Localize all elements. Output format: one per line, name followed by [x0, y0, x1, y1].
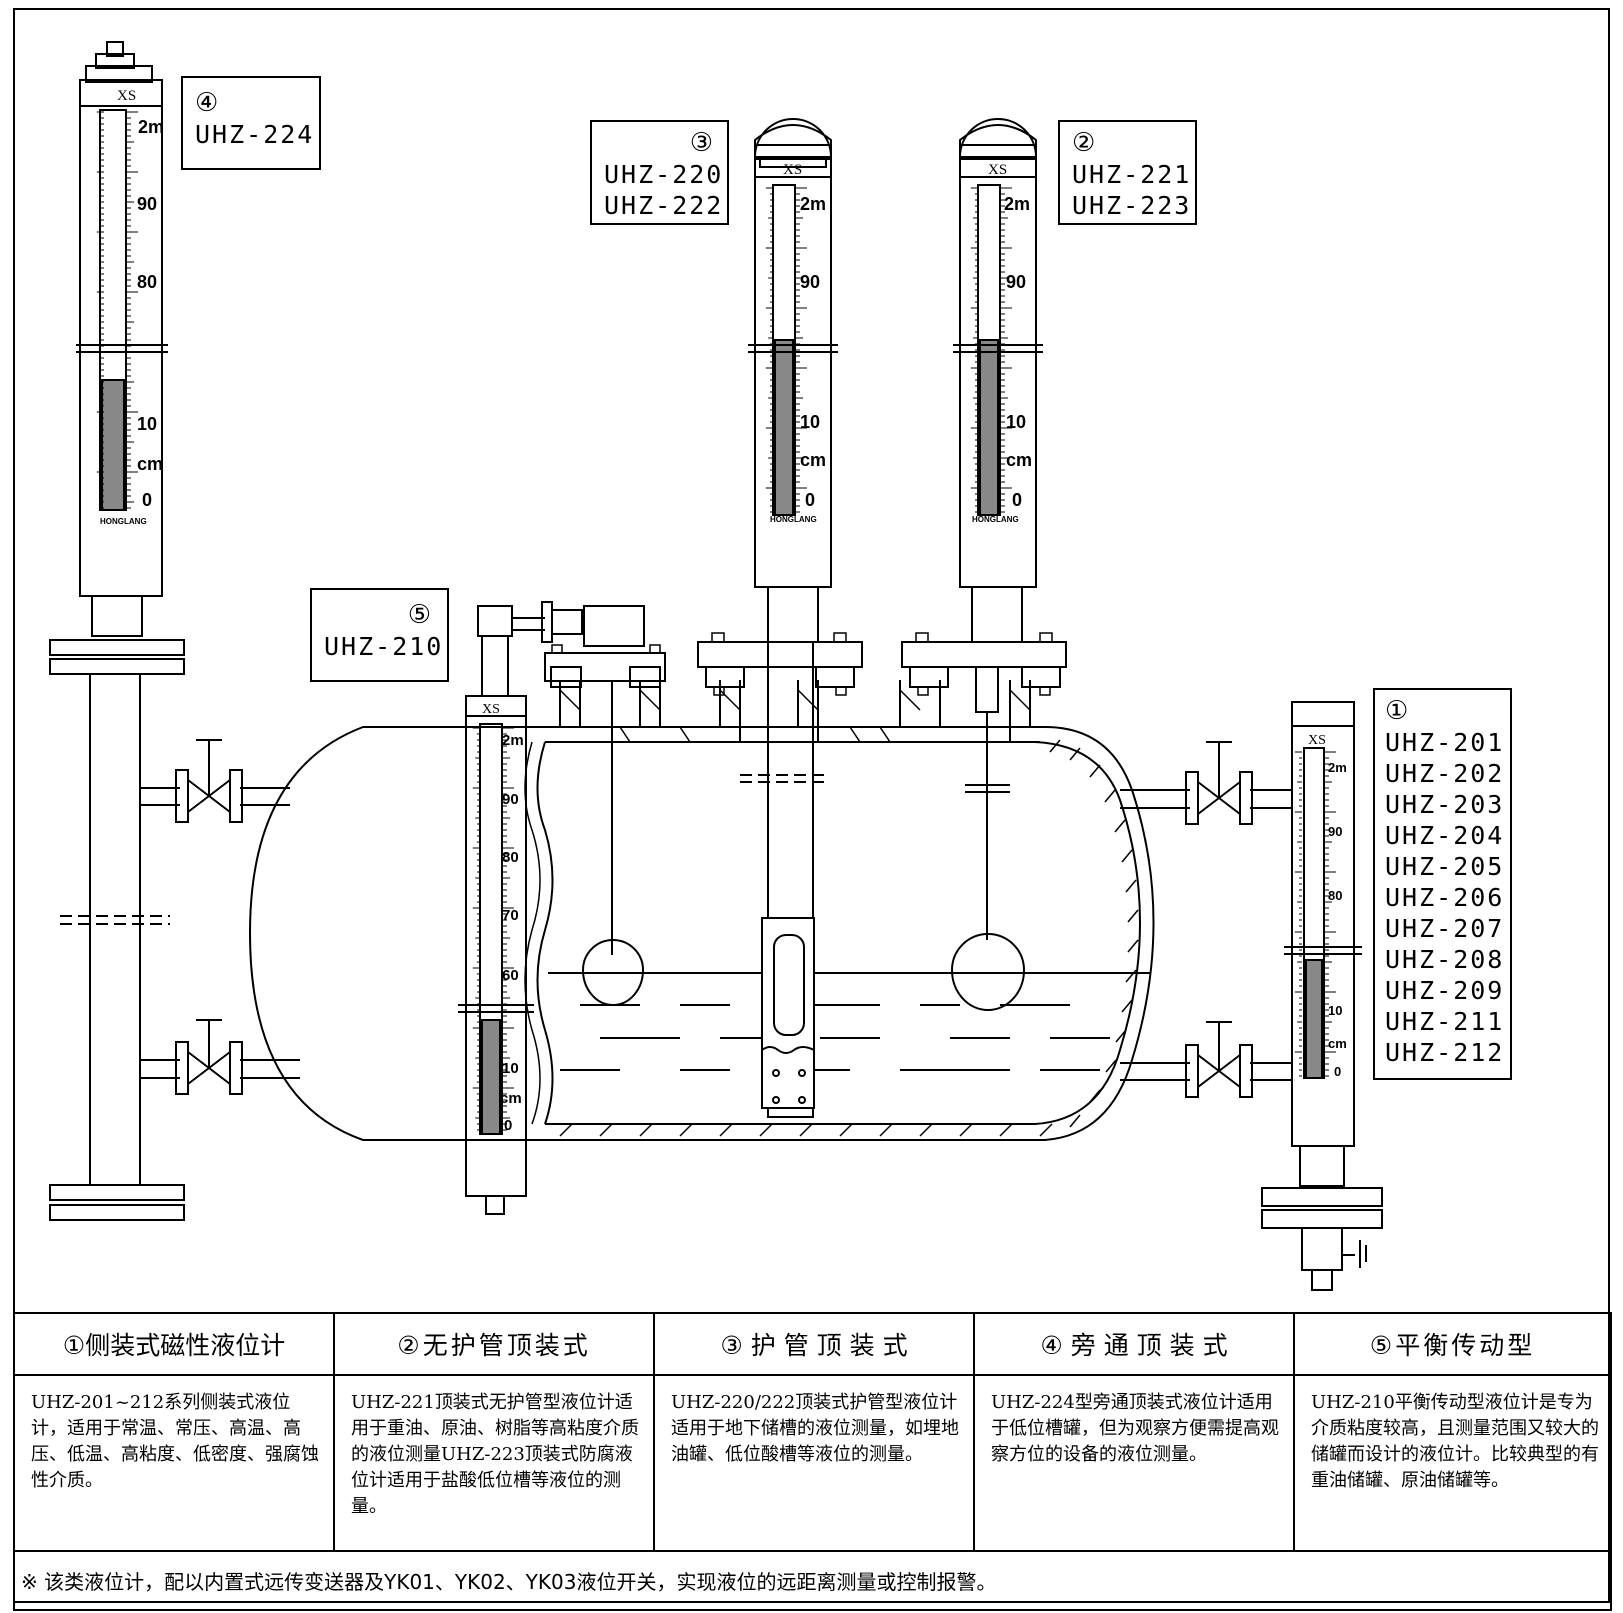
gauge-1-scale-2m: 2m	[1328, 760, 1347, 775]
label-4-number: ④	[195, 88, 221, 118]
gauge-5-scale-10: 10	[502, 1060, 519, 1077]
gauge-4-scale-2m: 2m	[138, 117, 164, 137]
label-1-model-3: UHZ-203	[1385, 790, 1505, 819]
label-2: ② UHZ-221 UHZ-223	[1058, 120, 1197, 225]
gauge-1	[1120, 701, 1383, 1291]
gauge-4-scale-cm: cm	[137, 454, 163, 474]
floats	[581, 641, 1026, 1118]
gauge-2-nameplate: HONGLANG	[972, 515, 1019, 524]
gauge-4-scale-0: 0	[142, 490, 152, 510]
gauge-5-scale-2m: 2m	[502, 732, 524, 749]
desc-balance: UHZ-210平衡传动型液位计是专为介质粘度较高，且测量范围又较大的储罐而设计的…	[1293, 1374, 1612, 1552]
gauge-2-scale-0: 0	[1012, 490, 1022, 510]
gauge-2-scale-10: 10	[1006, 412, 1026, 432]
desc-bypass-top: UHZ-224型旁通顶装式液位计适用于低位槽罐，但为观察方便需提高观察方位的设备…	[973, 1374, 1295, 1552]
gauge-3-scale-cm: cm	[800, 450, 826, 470]
header-top-unprotected: ②无护管顶装式	[333, 1312, 655, 1376]
desc-side-mounted: UHZ-201~212系列侧装式液位计，适用于常温、常压、高温、高压、低温、高粘…	[13, 1374, 335, 1552]
gauge-3-scale-10: 10	[800, 412, 820, 432]
gauge-2	[953, 118, 1043, 643]
label-5-model: UHZ-210	[324, 632, 444, 661]
gauge-4-nameplate: HONGLANG	[100, 517, 147, 526]
gauge-1-brand: XS	[1308, 733, 1326, 748]
header-bypass-top: ④ 旁 通 顶 装 式	[973, 1312, 1295, 1376]
gauge-5	[458, 601, 645, 1215]
label-1-model-7: UHZ-207	[1385, 914, 1505, 943]
gauge-3-scale-90: 90	[800, 272, 820, 292]
gauge-5-brand: XS	[482, 702, 500, 717]
table-desc-row: UHZ-201~212系列侧装式液位计，适用于常温、常压、高温、高压、低温、高粘…	[13, 1374, 1612, 1552]
gauge-1-scale-90: 90	[1328, 824, 1342, 839]
label-3-number: ③	[689, 128, 715, 158]
label-2-model-2: UHZ-223	[1072, 191, 1192, 220]
label-1-model-8: UHZ-208	[1385, 945, 1505, 974]
label-2-number: ②	[1072, 128, 1098, 158]
label-3-model-2: UHZ-222	[604, 191, 724, 220]
gauge-3-brand: XS	[783, 162, 802, 178]
gauge-4	[49, 41, 300, 1221]
gauge-1-scale-10: 10	[1328, 1003, 1342, 1018]
gauge-2-scale-cm: cm	[1006, 450, 1032, 470]
label-1-model-6: UHZ-206	[1385, 883, 1505, 912]
label-3-model-1: UHZ-220	[604, 160, 724, 189]
label-5: ⑤ UHZ-210	[310, 588, 449, 682]
gauge-5-scale-cm: cm	[500, 1090, 522, 1107]
header-top-protected: ③ 护 管 顶 装 式	[653, 1312, 975, 1376]
gauge-4-scale-10: 10	[137, 414, 157, 434]
gauge-5-scale-90: 90	[502, 791, 519, 808]
header-balance: ⑤平衡传动型	[1293, 1312, 1612, 1376]
gauge-1-scale-cm: cm	[1328, 1036, 1347, 1051]
gauge-4-brand: XS	[117, 88, 136, 104]
label-1: ① UHZ-201 UHZ-202 UHZ-203 UHZ-204 UHZ-20…	[1373, 688, 1512, 1080]
gauge-5-scale-80: 80	[502, 849, 519, 866]
label-4: ④ UHZ-224	[181, 76, 321, 170]
label-1-model-4: UHZ-204	[1385, 821, 1505, 850]
table-note-row: ※ 该类液位计，配以内置式远传变送器及YK01、YK02、YK03液位开关，实现…	[13, 1550, 1612, 1611]
gauge-3-scale-0: 0	[805, 490, 815, 510]
table-header-row: ①侧装式磁性液位计 ②无护管顶装式 ③ 护 管 顶 装 式 ④ 旁 通 顶 装 …	[13, 1312, 1612, 1376]
label-1-model-5: UHZ-205	[1385, 852, 1505, 881]
gauge-5-scale-70: 70	[502, 907, 519, 924]
label-1-model-2: UHZ-202	[1385, 759, 1505, 788]
header-side-mounted: ①侧装式磁性液位计	[13, 1312, 335, 1376]
label-1-model-11: UHZ-212	[1385, 1038, 1505, 1067]
tank	[248, 726, 1155, 1141]
label-1-number: ①	[1385, 696, 1411, 726]
gauge-3-scale-2m: 2m	[800, 194, 826, 214]
label-1-model-9: UHZ-209	[1385, 976, 1505, 1005]
desc-top-unprotected: UHZ-221顶装式无护管型液位计适用于重油、原油、树脂等高粘度介质的液位测量U…	[333, 1374, 655, 1552]
label-3: ③ UHZ-220 UHZ-222	[590, 120, 729, 225]
gauge-5-scale-60: 60	[502, 967, 519, 984]
desc-top-protected: UHZ-220/222顶装式护管型液位计适用于地下储槽的液位测量，如埋地油罐、低…	[653, 1374, 975, 1552]
gauge-4-scale-90: 90	[137, 194, 157, 214]
gauge-1-scale-0: 0	[1334, 1064, 1341, 1079]
footnote: ※ 该类液位计，配以内置式远传变送器及YK01、YK02、YK03液位开关，实现…	[13, 1550, 1612, 1611]
gauge-2-scale-90: 90	[1006, 272, 1026, 292]
label-4-model: UHZ-224	[195, 120, 315, 149]
label-1-model-1: UHZ-201	[1385, 728, 1505, 757]
label-5-number: ⑤	[407, 600, 433, 630]
gauge-4-scale-80: 80	[137, 272, 157, 292]
gauge-1-scale-80: 80	[1328, 888, 1342, 903]
gauge-2-scale-2m: 2m	[1004, 194, 1030, 214]
label-2-model-1: UHZ-221	[1072, 160, 1192, 189]
gauge-3-nameplate: HONGLANG	[770, 515, 817, 524]
description-table: ①侧装式磁性液位计 ②无护管顶装式 ③ 护 管 顶 装 式 ④ 旁 通 顶 装 …	[13, 1312, 1612, 1611]
level-gauge-diagram: XS 2m 90 80 10 cm 0 HONGLANG XS 2m 90 10…	[49, 41, 1383, 1291]
gauge-5-scale-0: 0	[504, 1117, 512, 1134]
label-1-model-10: UHZ-211	[1385, 1007, 1505, 1036]
gauge-2-brand: XS	[988, 162, 1007, 178]
